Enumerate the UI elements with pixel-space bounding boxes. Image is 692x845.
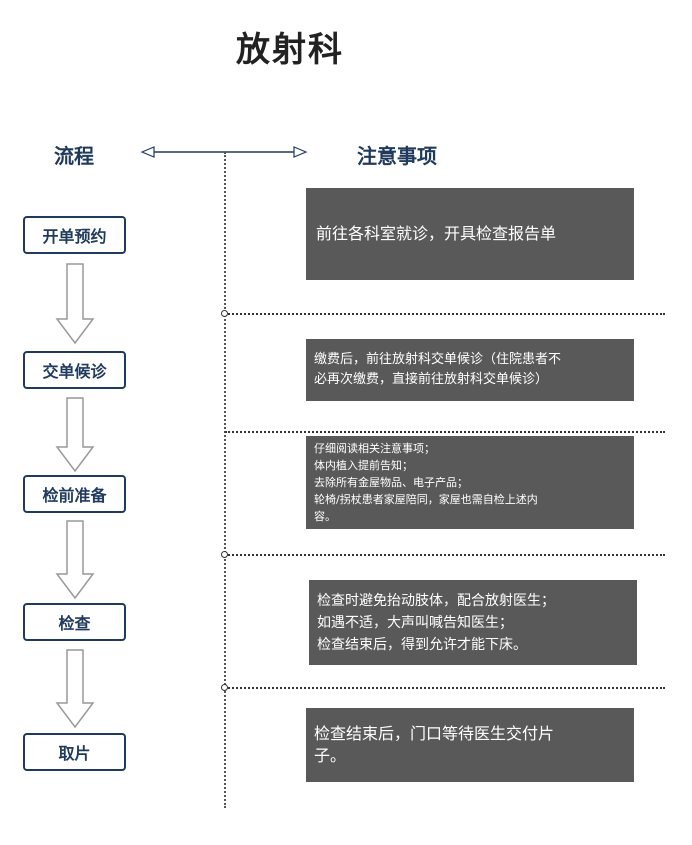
step-label: 交单候诊 (42, 362, 107, 381)
down-arrow-icon (55, 649, 95, 729)
divider-line-2 (225, 431, 665, 433)
note-box-5: 检查结束后，门口等待医生交付片 子。 (306, 708, 634, 782)
timeline-node (221, 310, 228, 317)
note-text: 缴费后，前往放射科交单候诊（住院患者不 必再次缴费，直接前往放射科交单候诊） (314, 352, 562, 387)
note-text: 检查结束后，门口等待医生交付片 子。 (314, 724, 555, 765)
step-box-1: 开单预约 (23, 216, 126, 254)
page-title: 放射科 (236, 30, 344, 70)
divider-line-4 (225, 687, 665, 689)
note-box-4: 检查时避免抬动肢体，配合放射医生； 如遇不适，大声叫喊告知医生； 检查结束后，得… (309, 580, 637, 665)
divider-line-3 (225, 554, 665, 556)
header-notes: 注意事项 (357, 144, 437, 168)
step-label: 取片 (58, 744, 91, 763)
divider-line-1 (225, 313, 665, 315)
step-box-3: 检前准备 (23, 475, 126, 513)
header-process: 流程 (54, 144, 94, 168)
down-arrow-icon (55, 520, 95, 600)
step-label: 检前准备 (42, 486, 107, 505)
timeline-vertical-line (224, 152, 226, 808)
step-box-2: 交单候诊 (23, 351, 126, 389)
note-text: 检查时避免抬动肢体，配合放射医生； 如遇不适，大声叫喊告知医生； 检查结束后，得… (317, 592, 555, 653)
step-label: 开单预约 (42, 227, 107, 246)
step-box-5: 取片 (23, 733, 126, 771)
step-box-4: 检查 (23, 603, 126, 641)
note-text: 前往各科室就诊，开具检查报告单 (316, 224, 557, 243)
timeline-node (221, 551, 228, 558)
note-box-2: 缴费后，前往放射科交单候诊（住院患者不 必再次缴费，直接前往放射科交单候诊） (306, 339, 634, 401)
down-arrow-icon (55, 263, 95, 345)
step-label: 检查 (58, 614, 91, 633)
timeline-node (221, 684, 228, 691)
note-text: 仔细阅读相关注意事项； 体内植入提前告知； 去除所有金屋物品、电子产品； 轮椅/… (314, 442, 538, 523)
note-box-3: 仔细阅读相关注意事项； 体内植入提前告知； 去除所有金屋物品、电子产品； 轮椅/… (306, 436, 634, 529)
down-arrow-icon (55, 397, 95, 473)
note-box-1: 前往各科室就诊，开具检查报告单 (306, 188, 634, 280)
